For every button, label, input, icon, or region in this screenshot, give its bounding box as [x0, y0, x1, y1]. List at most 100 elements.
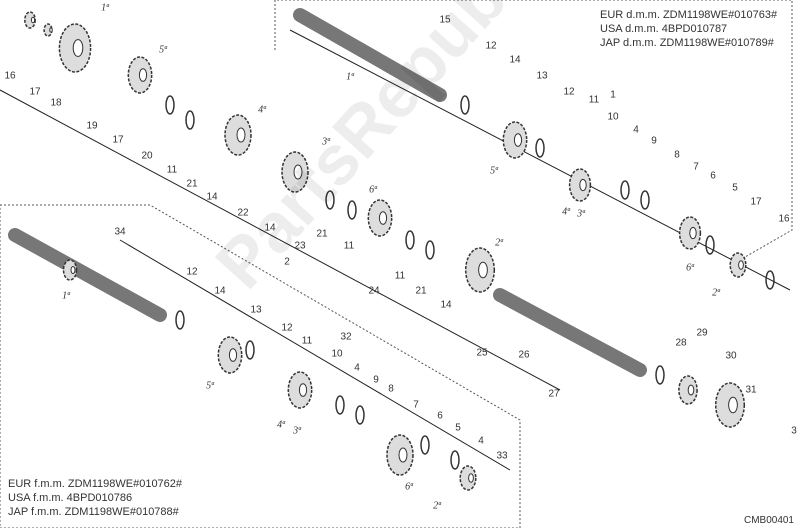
callout-label: 25	[476, 347, 488, 359]
box-bottom-left	[0, 204, 521, 528]
note-line: USA d.m.m. 4BPD010787	[600, 23, 728, 35]
callout-label: 17	[750, 196, 762, 208]
callout-label: 13	[250, 304, 262, 316]
gear-bore	[513, 133, 523, 147]
circlip-ring	[535, 138, 545, 158]
note-line: JAP d.m.m. ZDM1198WE#010789#	[600, 37, 774, 49]
callout-label: 14	[214, 285, 226, 297]
gear-bore	[378, 211, 388, 225]
callout-label: 6	[710, 170, 716, 182]
callout-label: 17	[112, 134, 124, 146]
callout-label: 10	[331, 348, 343, 360]
callout-label: 6	[437, 410, 443, 422]
gear-bore	[228, 348, 238, 362]
note-top-right: EUR d.m.m. ZDM1198WE#010763# USA d.m.m. …	[600, 8, 777, 50]
callout-label: 11	[343, 240, 355, 252]
callout-label: 5	[732, 182, 738, 194]
gear-bore	[468, 473, 474, 483]
gear-bore	[70, 266, 76, 274]
gear-bore	[298, 383, 308, 397]
callout-label: 16	[778, 213, 790, 225]
circlip-ring	[405, 230, 415, 250]
gear-bore	[728, 396, 738, 414]
shaft	[293, 8, 447, 102]
callout-label: 17	[29, 86, 41, 98]
callout-label: 5ª	[159, 44, 167, 56]
callout-label: 14	[509, 54, 521, 66]
circlip-ring	[335, 395, 345, 415]
callout-label: 24	[368, 285, 380, 297]
axis-line	[119, 239, 511, 471]
callout-label: 32	[340, 331, 352, 343]
gear-bore	[236, 127, 246, 143]
callout-label: 15	[439, 14, 451, 26]
callout-label: 23	[294, 240, 306, 252]
callout-label: 6ª	[369, 184, 377, 196]
callout-label: 12	[485, 40, 497, 52]
gear-bore	[138, 68, 148, 82]
callout-label: 1	[610, 89, 616, 101]
gear	[729, 252, 747, 278]
callout-label: 27	[548, 388, 560, 400]
shaft	[493, 288, 647, 377]
note-bottom-left: EUR f.m.m. ZDM1198WE#010762# USA f.m.m. …	[8, 477, 182, 519]
gear-bore	[49, 27, 53, 33]
circlip-ring	[425, 240, 435, 260]
callout-label: 13	[536, 70, 548, 82]
circlip-ring	[175, 310, 185, 330]
callout-label: 16	[4, 70, 16, 82]
callout-label: 14	[264, 222, 276, 234]
circlip-ring	[620, 180, 630, 200]
circlip-ring	[655, 365, 665, 385]
gear	[62, 259, 78, 281]
callout-label: 1ª	[101, 2, 109, 14]
callout-label: 5ª	[490, 165, 498, 177]
gear	[459, 465, 477, 491]
callout-label: 4ª	[277, 419, 285, 431]
callout-label: 2	[284, 256, 290, 268]
callout-label: 5	[455, 422, 461, 434]
callout-label: 21	[415, 285, 427, 297]
callout-label: 20	[141, 150, 153, 162]
callout-label: 3ª	[293, 425, 301, 437]
callout-label: 7	[413, 399, 419, 411]
callout-label: 2ª	[712, 287, 720, 299]
callout-label: 11	[588, 94, 600, 106]
circlip-ring	[460, 95, 470, 115]
callout-label: 6ª	[405, 481, 413, 493]
circlip-ring	[347, 200, 357, 220]
callout-label: 18	[50, 97, 62, 109]
callout-label: 28	[675, 337, 687, 349]
circlip-ring	[450, 450, 460, 470]
callout-label: 4	[354, 362, 360, 374]
callout-label: 4	[633, 124, 639, 136]
gear	[24, 11, 36, 29]
callout-label: 11	[301, 335, 313, 347]
gear-bore	[398, 447, 408, 463]
callout-label: 4	[478, 435, 484, 447]
callout-label: 12	[281, 322, 293, 334]
callout-label: 6ª	[686, 262, 694, 274]
circlip-ring	[355, 405, 365, 425]
callout-label: 34	[114, 226, 126, 238]
callout-label: 3ª	[322, 136, 330, 148]
callout-label: 10	[607, 111, 619, 123]
diagram-code: CMB00401	[743, 515, 794, 526]
callout-label: 11	[394, 270, 406, 282]
callout-label: 3	[791, 425, 797, 437]
circlip-ring	[185, 110, 195, 130]
callout-label: 21	[186, 178, 198, 190]
callout-label: 12	[563, 86, 575, 98]
circlip-ring	[705, 235, 715, 255]
circlip-ring	[765, 270, 775, 290]
callout-label: 5ª	[206, 380, 214, 392]
gear-bore	[687, 384, 695, 396]
callout-label: 33	[496, 450, 508, 462]
callout-label: 31	[745, 384, 757, 396]
callout-label: 4ª	[562, 206, 570, 218]
circlip-ring	[325, 190, 335, 210]
callout-label: 8	[674, 149, 680, 161]
gear-bore	[579, 178, 587, 192]
gear-bore	[689, 226, 697, 240]
